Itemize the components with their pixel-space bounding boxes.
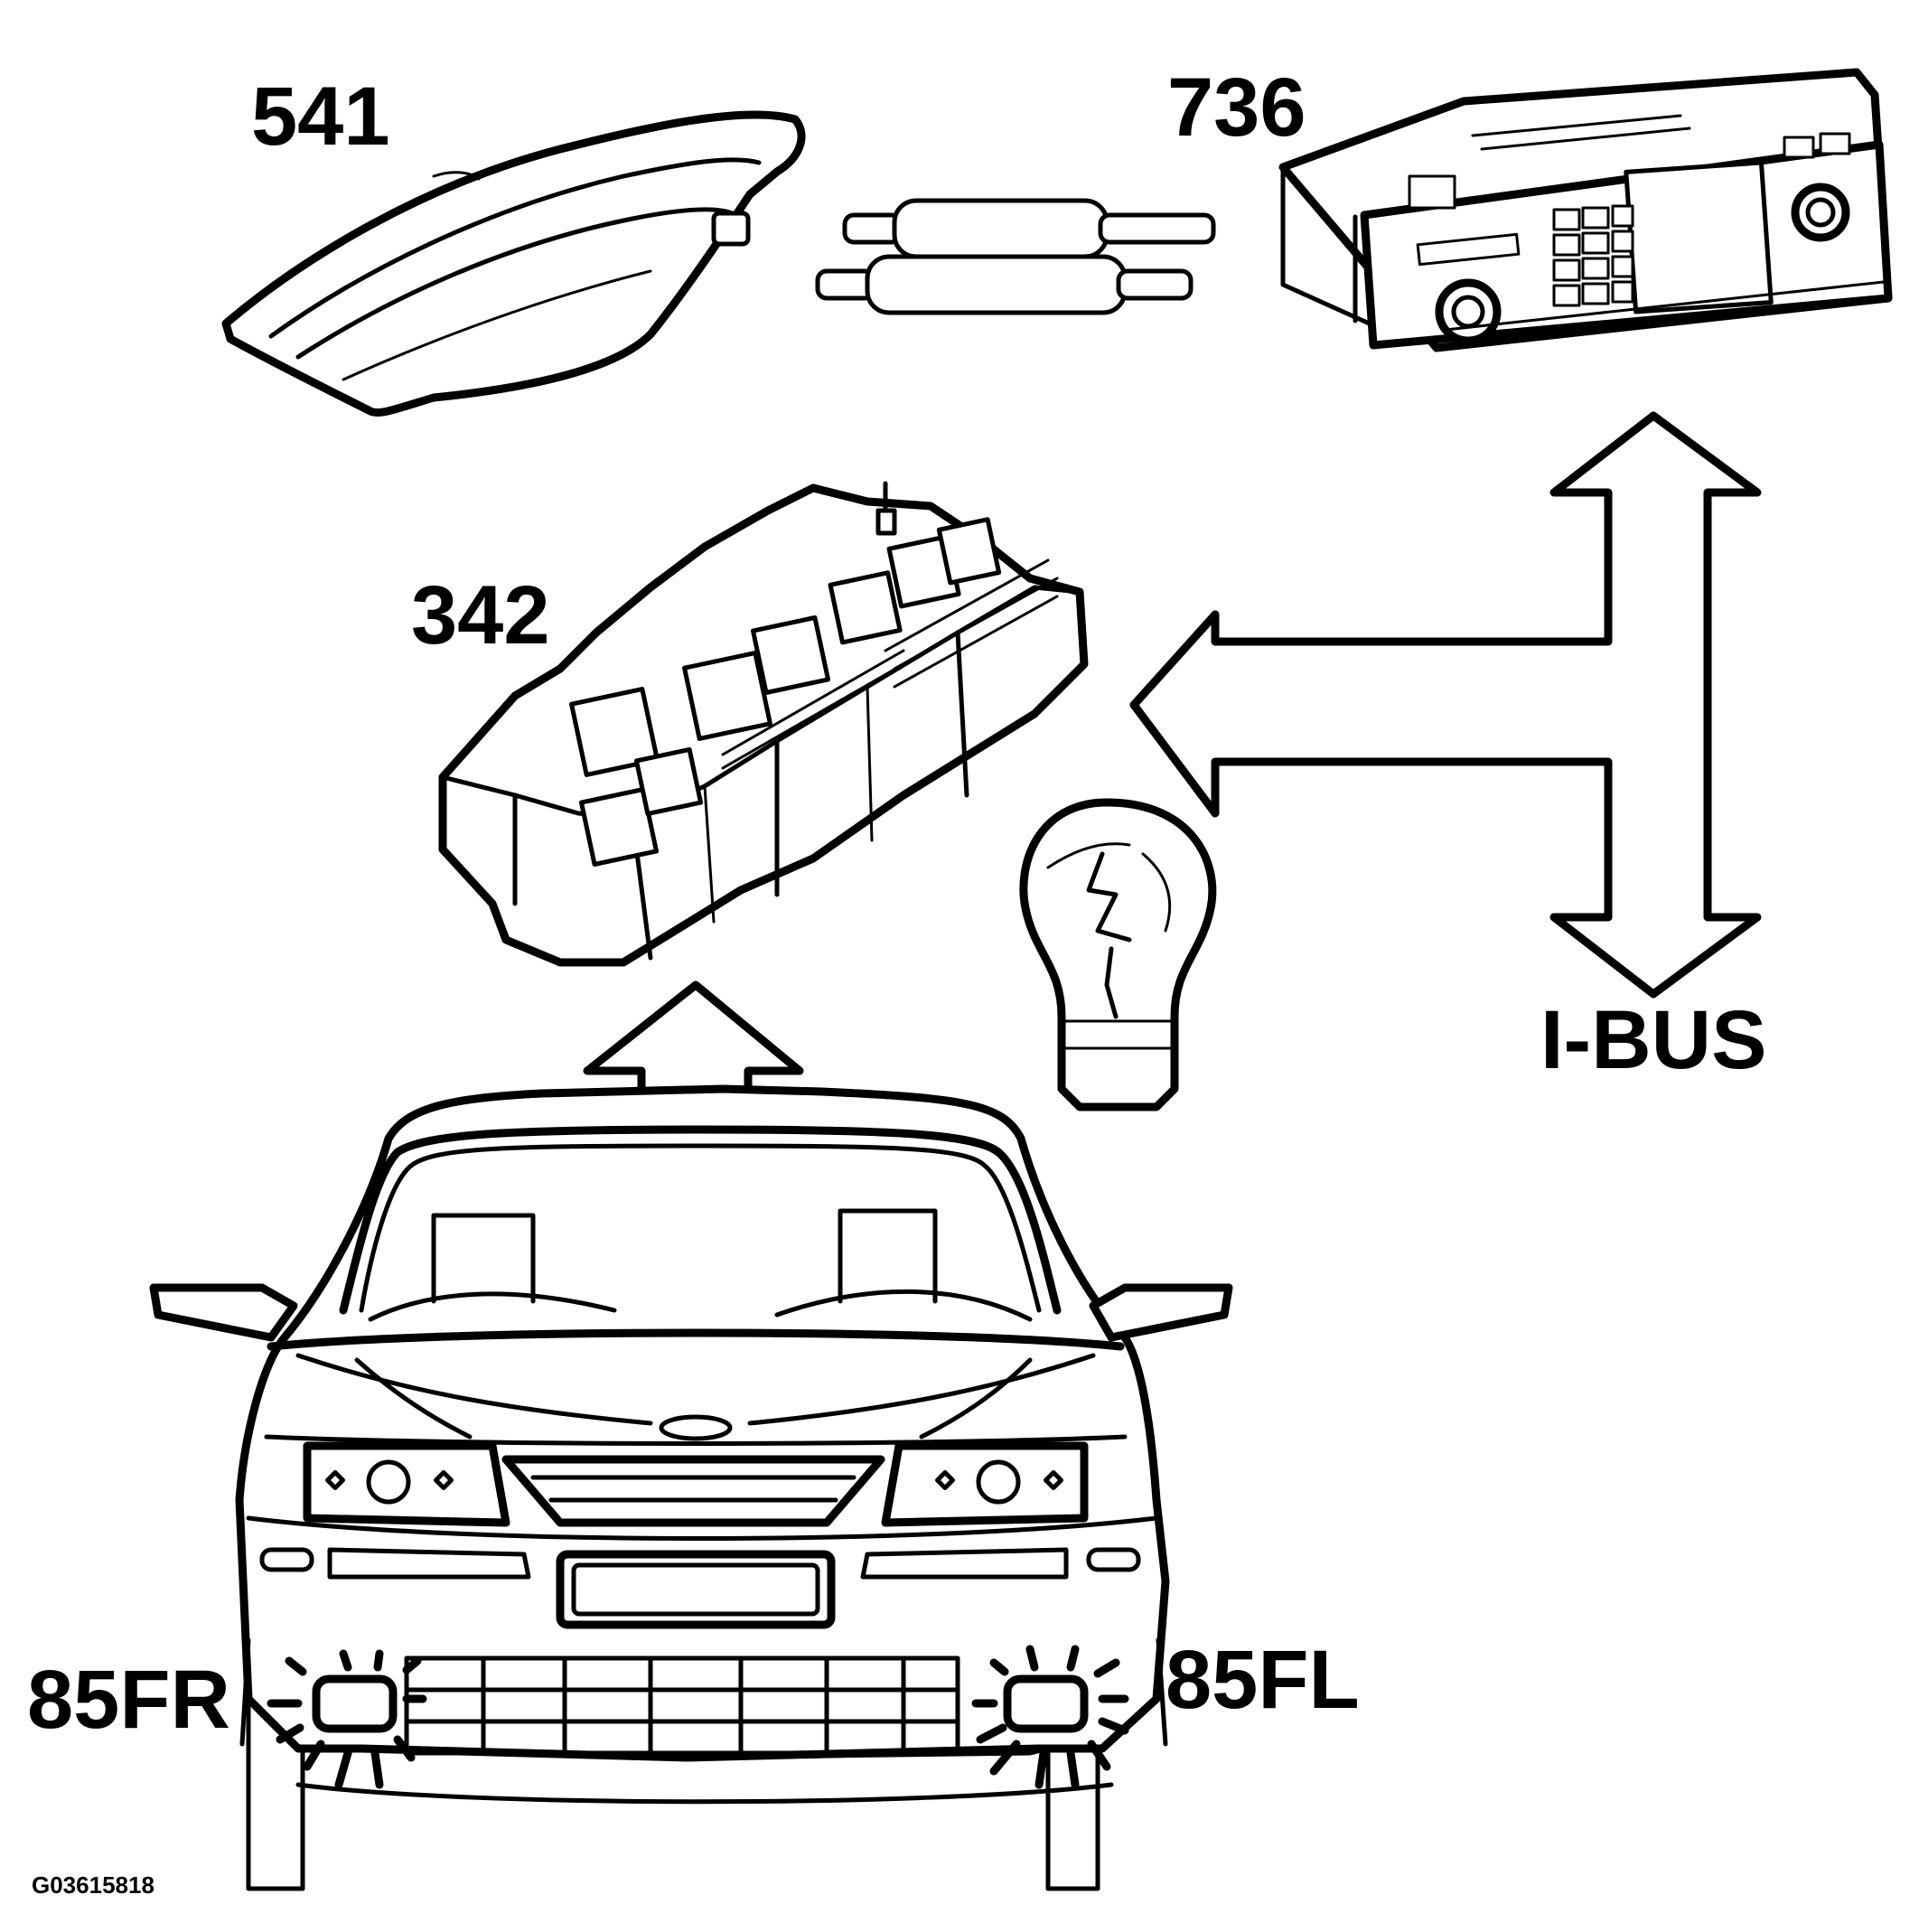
fuse-rows bbox=[721, 558, 1059, 770]
i-bus-arrows bbox=[1129, 411, 1762, 999]
radio-unit-736 bbox=[1278, 68, 1893, 352]
label-736: 736 bbox=[1167, 61, 1306, 154]
fuse-box-342 bbox=[438, 481, 1089, 967]
label-342: 342 bbox=[411, 569, 550, 661]
fog-lamp-85fr-rays bbox=[267, 1649, 427, 1789]
left-knob bbox=[1435, 278, 1502, 345]
figure-code: G03615818 bbox=[32, 1871, 154, 1899]
relays bbox=[569, 517, 1002, 868]
fog-lamp-85fl bbox=[971, 1645, 1129, 1789]
car-front bbox=[149, 1084, 1233, 1891]
right-knob bbox=[1791, 183, 1850, 242]
label-85fl: 85FL bbox=[1165, 1634, 1360, 1726]
fog-lamp-85fr bbox=[267, 1649, 427, 1789]
light-bulb bbox=[1019, 798, 1217, 1111]
label-i-bus: I-BUS bbox=[1540, 994, 1766, 1086]
label-85fr: 85FR bbox=[27, 1654, 230, 1746]
label-541: 541 bbox=[251, 70, 390, 163]
fog-lamp-85fl-rays bbox=[971, 1645, 1129, 1789]
radio-keypad bbox=[1552, 204, 1634, 307]
connector-pins bbox=[815, 198, 1216, 315]
license-plate bbox=[556, 1550, 836, 1629]
door-handle-541 bbox=[221, 110, 806, 417]
